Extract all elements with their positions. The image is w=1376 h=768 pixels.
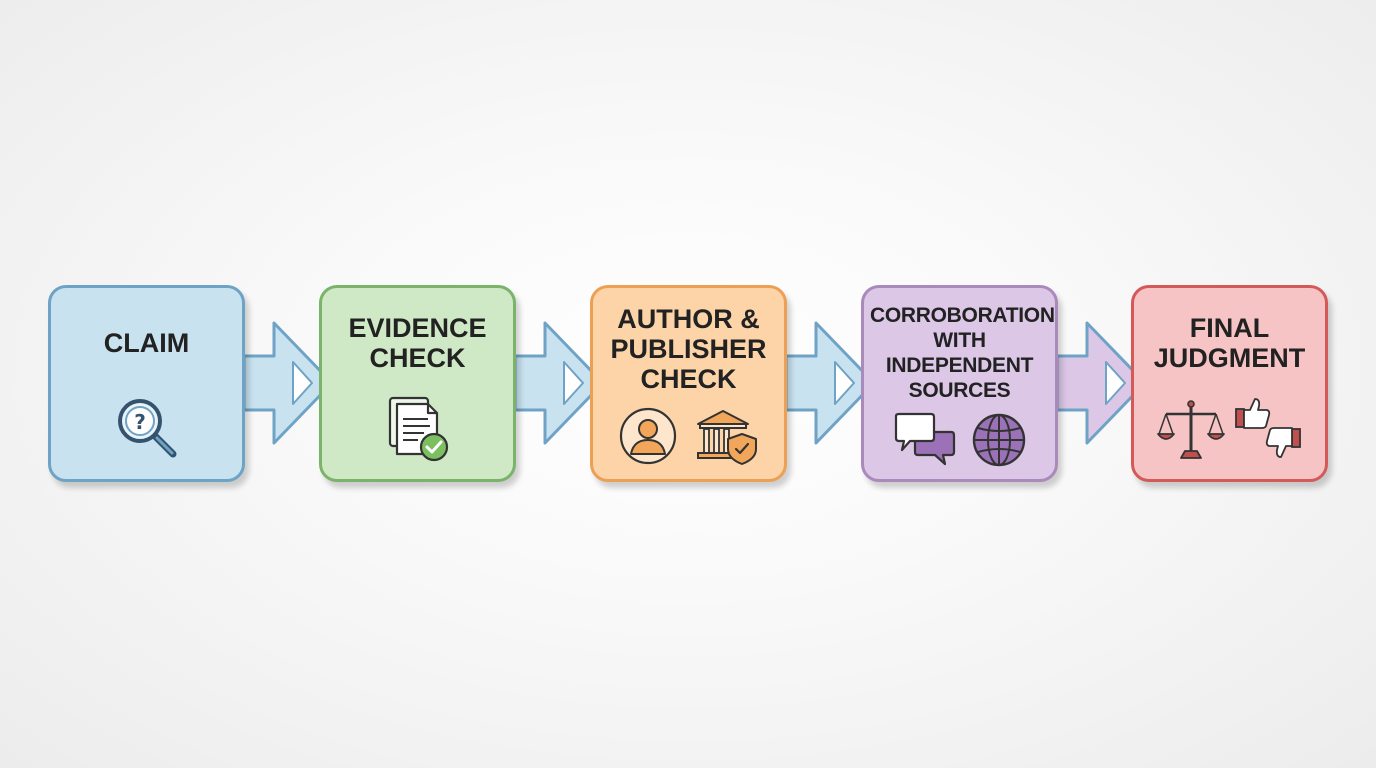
step-evidence-check-title-line-2: CHECK bbox=[369, 343, 466, 373]
step-corroboration-title: CORROBORATION WITH INDEPENDENT SOURCES bbox=[870, 303, 1055, 403]
step-evidence-check-box: EVIDENCE CHECK bbox=[319, 285, 516, 482]
document-check-icon bbox=[382, 392, 454, 464]
step-corroboration-title-line-1: CORROBORATION bbox=[870, 304, 1055, 327]
step-author-publisher-title: AUTHOR & PUBLISHER CHECK bbox=[599, 304, 778, 394]
chat-bubbles-icon bbox=[893, 412, 957, 468]
step-corroboration-box: CORROBORATION WITH INDEPENDENT SOURCES bbox=[861, 285, 1058, 482]
step-corroboration-icons bbox=[864, 412, 1055, 468]
step-final-judgment-box: FINAL JUDGMENT bbox=[1131, 285, 1328, 482]
step-evidence-check-title: EVIDENCE CHECK bbox=[328, 313, 507, 373]
arrow-4 bbox=[1055, 321, 1147, 445]
step-corroboration-title-line-2: WITH bbox=[933, 329, 986, 352]
step-claim-title-line: CLAIM bbox=[103, 328, 190, 358]
step-author-publisher-title-line-1: AUTHOR & bbox=[617, 304, 760, 334]
step-final-judgment-title-line-1: FINAL bbox=[1189, 313, 1270, 343]
step-corroboration-title-line-4: SOURCES bbox=[908, 379, 1011, 402]
step-author-publisher-title-line-3: CHECK bbox=[640, 364, 737, 394]
step-claim-box: CLAIM ? bbox=[48, 285, 245, 482]
step-author-publisher-box: AUTHOR & PUBLISHER CHECK bbox=[590, 285, 787, 482]
step-corroboration-title-line-3: INDEPENDENT bbox=[885, 354, 1034, 377]
step-final-judgment-title-line-2: JUDGMENT bbox=[1153, 343, 1306, 373]
bank-shield-icon bbox=[694, 406, 760, 466]
thumbs-down-icon bbox=[1265, 427, 1301, 458]
scales-icon bbox=[1156, 398, 1226, 462]
magnifier-question-icon: ? bbox=[111, 392, 183, 464]
arrow-2 bbox=[513, 321, 605, 445]
person-icon bbox=[618, 406, 678, 466]
step-claim-title: CLAIM bbox=[57, 328, 236, 358]
step-claim-icons: ? bbox=[51, 392, 242, 464]
arrow-1 bbox=[242, 321, 334, 445]
arrow-3 bbox=[784, 321, 876, 445]
step-author-publisher-title-line-2: PUBLISHER bbox=[610, 334, 767, 364]
step-final-judgment-icons bbox=[1134, 396, 1325, 464]
thumbs-up-icon bbox=[1234, 398, 1270, 429]
step-evidence-check-icons bbox=[322, 392, 513, 464]
svg-text:?: ? bbox=[134, 410, 146, 434]
step-evidence-check-title-line-1: EVIDENCE bbox=[348, 313, 487, 343]
step-final-judgment-title: FINAL JUDGMENT bbox=[1140, 313, 1319, 373]
globe-icon bbox=[971, 412, 1027, 468]
thumbs-icon bbox=[1234, 396, 1304, 464]
step-author-publisher-icons bbox=[593, 406, 784, 466]
